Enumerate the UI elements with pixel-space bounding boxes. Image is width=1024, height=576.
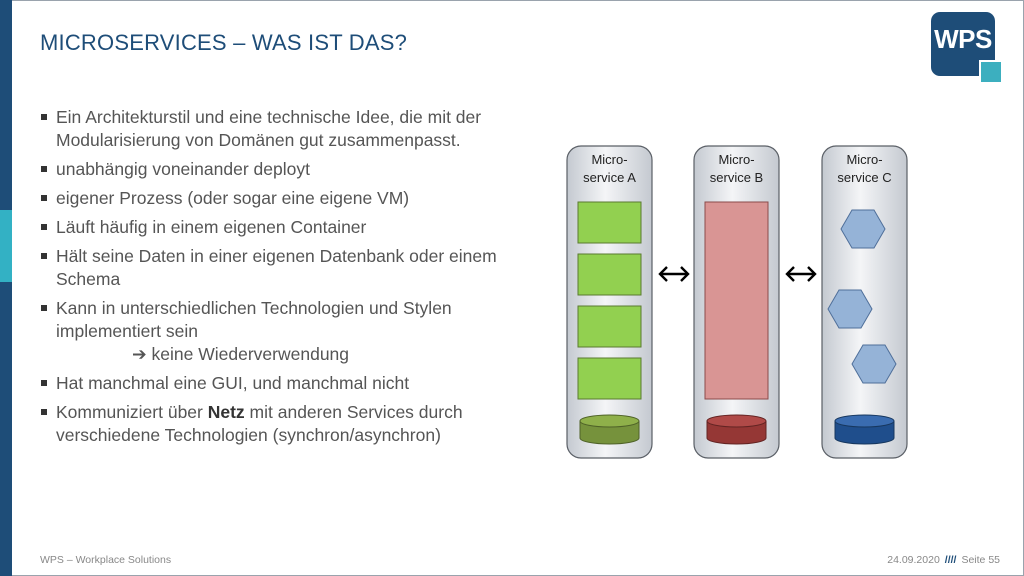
left-accent-divider	[12, 210, 14, 282]
module-box	[577, 253, 642, 296]
bullet-text-prefix: Kommuniziert über	[56, 402, 208, 422]
logo-square-inner	[981, 62, 1001, 82]
bullet-item: Ein Architekturstil und eine technische …	[40, 106, 520, 152]
footer-separator: ////	[944, 554, 957, 566]
bullet-text-bold: Netz	[207, 402, 245, 422]
left-accent-highlight	[0, 210, 12, 282]
bullet-item: Läuft häufig in einem eigenen Container	[40, 216, 520, 239]
left-accent-bar	[0, 0, 12, 576]
bullet-list: Ein Architekturstil und eine technische …	[40, 106, 520, 453]
service-c-label-line2: service C	[837, 170, 891, 185]
service-c-column: Micro- service C	[821, 145, 908, 459]
service-b-column: Micro- service B	[693, 145, 780, 459]
module-box	[577, 201, 642, 244]
wps-logo: WPS	[931, 12, 1003, 84]
service-b-label-line1: Micro-	[718, 152, 754, 167]
database-icon	[579, 414, 640, 445]
service-b-label-line2: service B	[710, 170, 763, 185]
logo-text: WPS	[934, 24, 992, 54]
service-a-column: Micro- service A	[566, 145, 653, 459]
slide-title: MICROSERVICES – WAS IST DAS?	[40, 30, 408, 55]
module-box	[704, 201, 769, 400]
module-box	[577, 357, 642, 400]
arrow-right-icon: ➔	[132, 344, 147, 364]
database-icon	[706, 414, 767, 445]
bullet-item: unabhängig voneinander deployt	[40, 158, 520, 181]
service-a-label-line1: Micro-	[591, 152, 627, 167]
logo-square	[979, 60, 1001, 82]
service-a-label-line2: service A	[583, 170, 636, 185]
footer-company: WPS – Workplace Solutions	[40, 554, 172, 566]
module-box	[577, 305, 642, 348]
sub-bullet-text: keine Wiederverwendung	[151, 344, 350, 364]
hexagon-module	[827, 289, 873, 329]
service-c-label-line1: Micro-	[846, 152, 882, 167]
bullet-item: eigener Prozess (oder sogar eine eigene …	[40, 187, 520, 210]
footer-page-number: Seite 55	[961, 554, 1000, 566]
database-icon	[834, 414, 895, 445]
double-arrow-icon	[785, 266, 817, 282]
bullet-item: Hat manchmal eine GUI, und manchmal nich…	[40, 372, 520, 395]
bullet-item: Hält seine Daten in einer eigenen Datenb…	[40, 245, 520, 291]
bullet-item: Kommuniziert über Netz mit anderen Servi…	[40, 401, 520, 447]
bullet-text-suffix: mit anderen Services durch verschiedene …	[56, 402, 463, 445]
hexagon-module	[851, 344, 897, 384]
sub-bullet-item: ➔ keine Wiederverwendung	[40, 343, 520, 366]
microservices-diagram: Micro- service A Micro- service B	[566, 145, 908, 459]
footer-info: 24.09.2020 //// Seite 55	[887, 554, 1000, 566]
footer-date: 24.09.2020	[887, 554, 940, 566]
bullet-item: Kann in unterschiedlichen Technologien u…	[40, 297, 520, 343]
hexagon-module	[840, 209, 886, 249]
double-arrow-icon	[658, 266, 690, 282]
